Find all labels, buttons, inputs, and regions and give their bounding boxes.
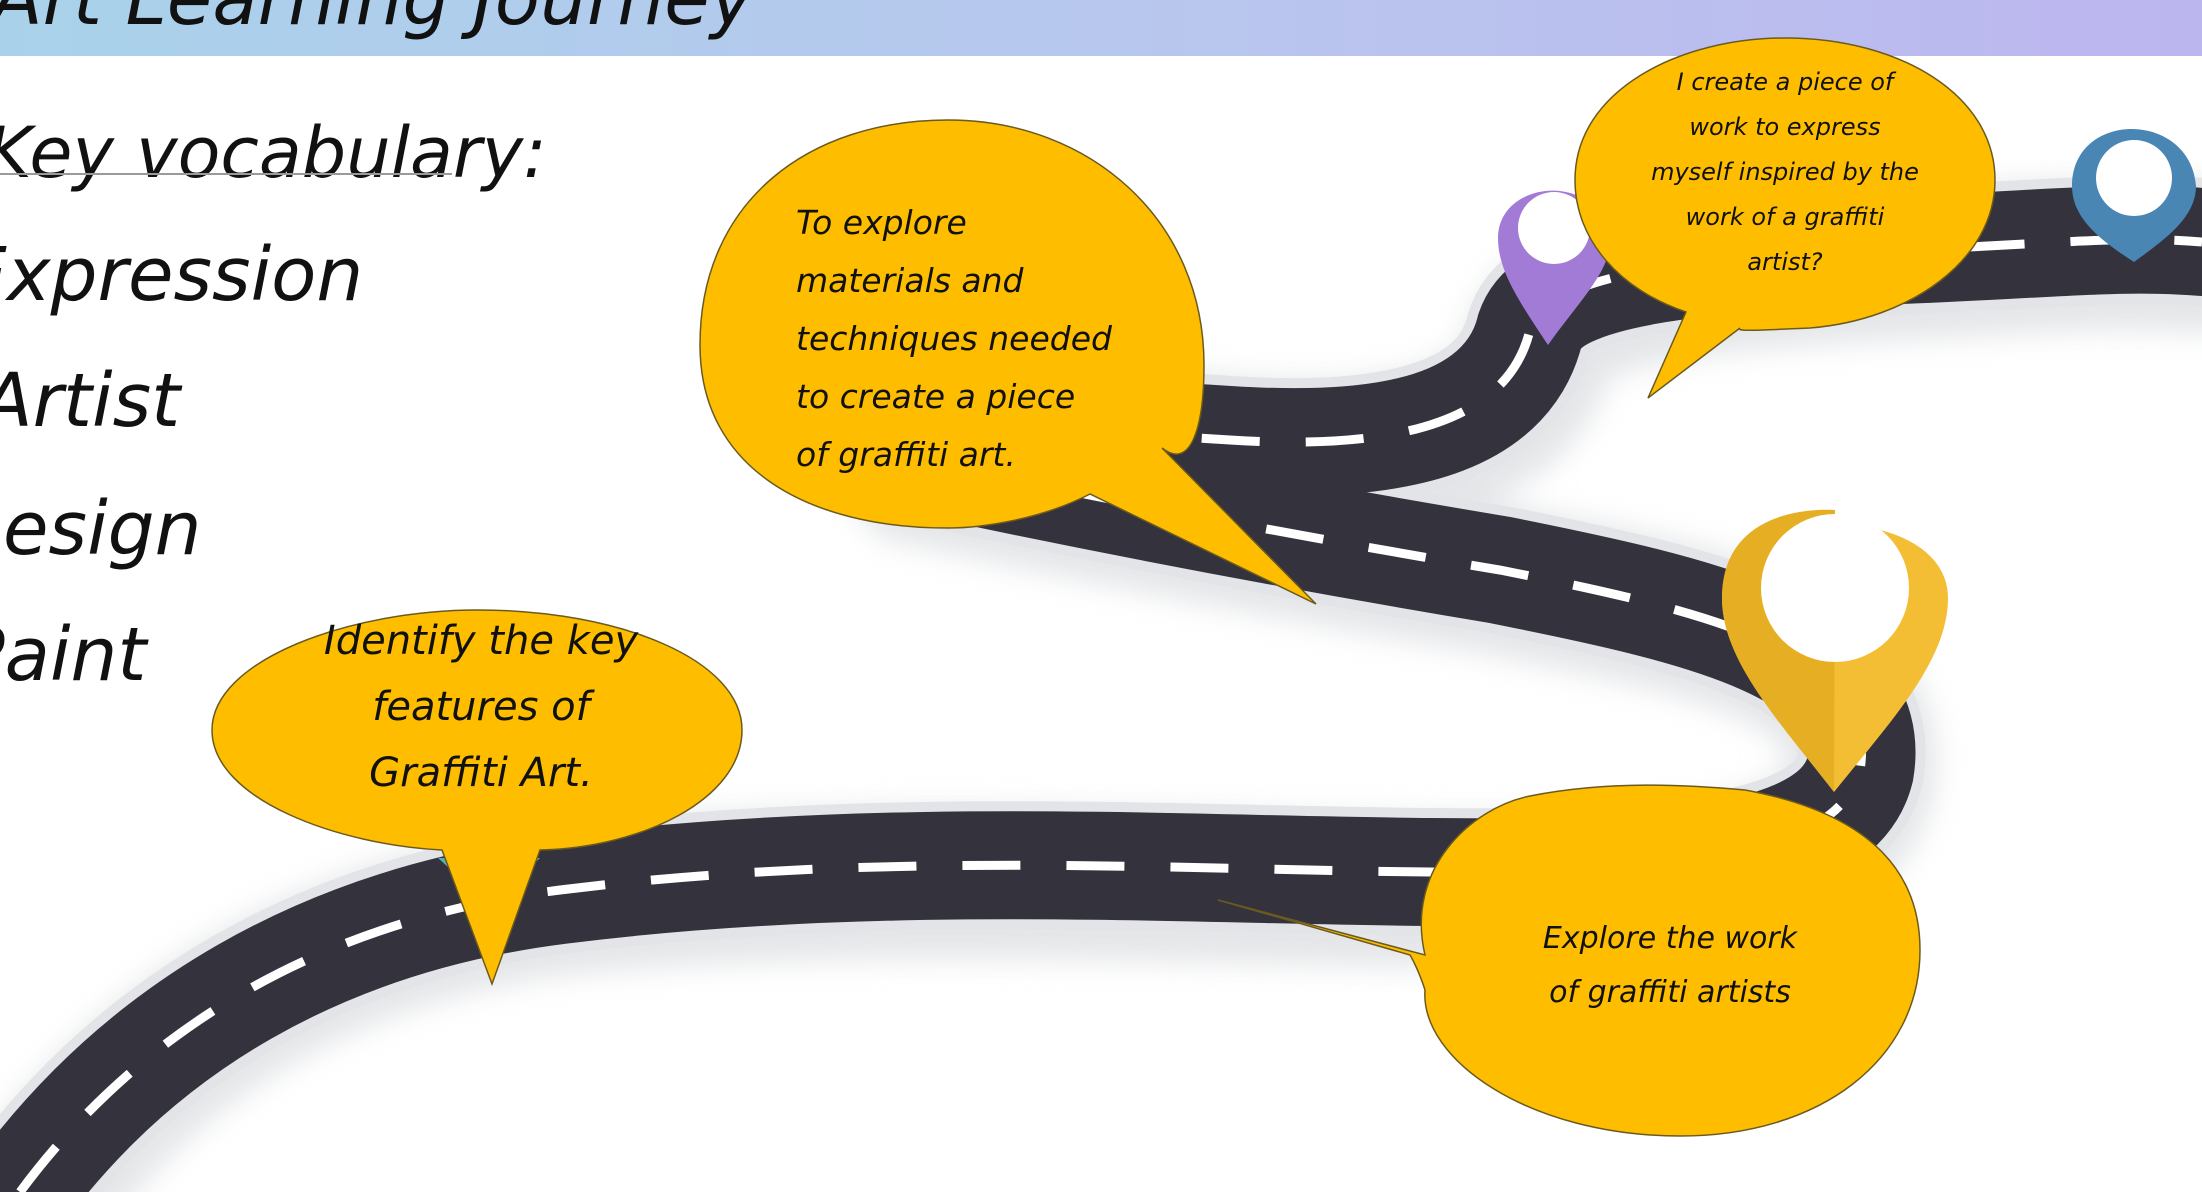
vocabulary-item-design: Design [0,486,202,572]
vocabulary-item-paint: Paint [0,612,147,698]
bubble-text-explore-materials: To explore materials and techniques need… [796,203,1112,474]
title-banner: Art Learning Journey [0,0,2202,56]
vocabulary-item-expression: Expression [0,232,364,318]
bubble-text-explore-artists: Explore the work of graffiti artists [1542,921,1798,1010]
speech-bubble-create [1574,37,1996,399]
bubble-text-identify: Identify the key features of Graffiti Ar… [323,618,639,796]
vocabulary-heading: Key vocabulary: [0,112,547,194]
purple-map-pin-icon [1498,190,1611,345]
speech-bubble-explore-materials [699,119,1317,605]
speech-bubble-explore-artists [1217,784,1921,1137]
yellow-map-pin-icon [1722,509,1948,792]
bubble-text-create: I create a piece of work to express myse… [1651,68,1919,276]
vocabulary-underline [0,173,452,175]
blue-map-pin-icon [2072,129,2196,262]
speech-bubble-identify [211,609,743,987]
vocabulary-item-artist: Artist [0,358,181,444]
page-title: Art Learning Journey [0,0,754,42]
